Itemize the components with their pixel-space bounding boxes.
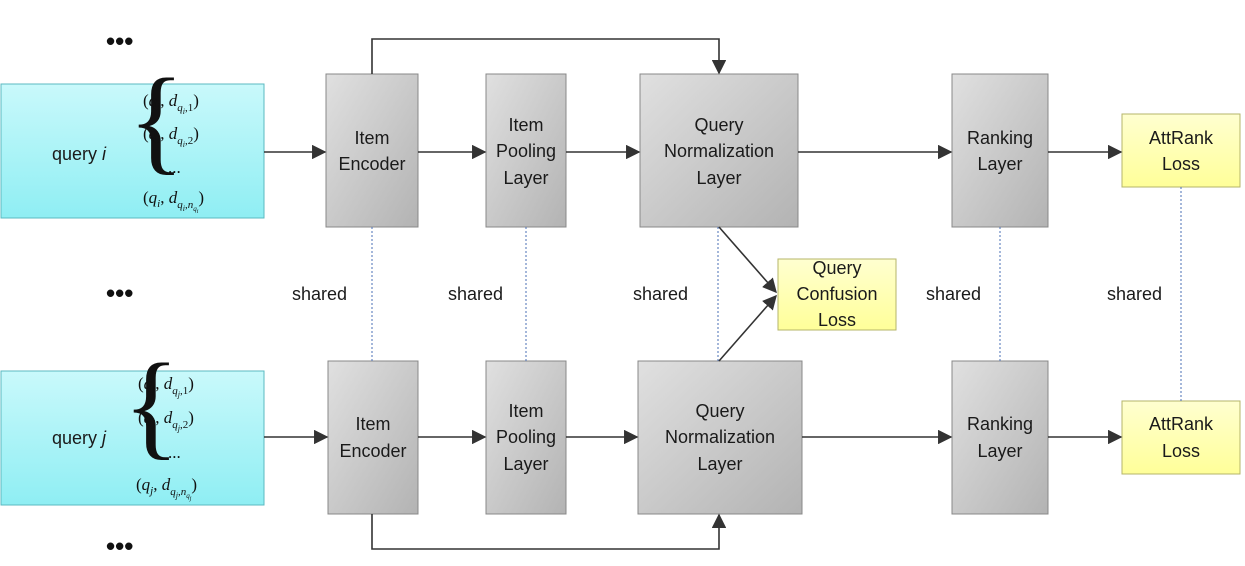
item-pooling-bottom-line1: Item bbox=[508, 401, 543, 421]
ranking-top-line2: Layer bbox=[977, 154, 1022, 174]
query-j-dots: ... bbox=[168, 443, 181, 462]
left-brace-icon: { bbox=[128, 54, 185, 185]
query-norm-top-line3: Layer bbox=[696, 168, 741, 188]
query-confusion-loss: Query Confusion Loss bbox=[777, 258, 897, 331]
left-brace-icon-bottom: { bbox=[123, 339, 180, 470]
query-i-label: query i bbox=[52, 144, 107, 164]
item-encoder-top-line1: Item bbox=[354, 128, 389, 148]
arrow-skip-bottom bbox=[371, 513, 727, 550]
query-norm-bottom-line2: Normalization bbox=[665, 427, 775, 447]
item-pooling-top-line2: Pooling bbox=[496, 141, 556, 161]
item-encoder-bottom: Item Encoder bbox=[327, 360, 419, 515]
query-j-box: query j { (qj, dqj,1) (qj, dqj,2) ... (q… bbox=[0, 339, 265, 506]
arrow-skip-top bbox=[371, 38, 727, 75]
shared-label-loss: shared bbox=[1107, 284, 1162, 304]
ranking-layer-bottom: Ranking Layer bbox=[951, 360, 1049, 515]
ellipsis-top: ••• bbox=[106, 26, 133, 56]
ellipsis-bottom: ••• bbox=[106, 531, 133, 561]
query-norm-bottom: Query Normalization Layer bbox=[637, 360, 803, 515]
qcl-line1: Query bbox=[812, 258, 861, 278]
shared-label-norm: shared bbox=[633, 284, 688, 304]
arrow-norm-top-to-confusion bbox=[718, 226, 777, 294]
query-norm-top-line2: Normalization bbox=[664, 141, 774, 161]
item-pooling-bottom: Item Pooling Layer bbox=[485, 360, 567, 515]
shared-label-pooling: shared bbox=[448, 284, 503, 304]
query-norm-top: Query Normalization Layer bbox=[639, 73, 799, 228]
ranking-bottom-line2: Layer bbox=[977, 441, 1022, 461]
item-encoder-top-line2: Encoder bbox=[338, 154, 405, 174]
attrank-top-line1: AttRank bbox=[1149, 128, 1214, 148]
query-i-box: query i { (qi, dqi,1) (qi, dqi,2) ... (q… bbox=[0, 54, 265, 219]
item-pooling-bottom-line3: Layer bbox=[503, 454, 548, 474]
qcl-line2: Confusion bbox=[796, 284, 877, 304]
query-j-label: query j bbox=[52, 428, 107, 448]
item-pooling-top-line3: Layer bbox=[503, 168, 548, 188]
shared-label-ranking: shared bbox=[926, 284, 981, 304]
query-i-dots: ... bbox=[168, 158, 181, 177]
arrow-norm-bottom-to-confusion bbox=[718, 294, 777, 362]
item-encoder-bottom-line1: Item bbox=[355, 414, 390, 434]
flow-arrows bbox=[264, 38, 1123, 550]
qcl-line3: Loss bbox=[818, 310, 856, 330]
query-norm-bottom-line1: Query bbox=[695, 401, 744, 421]
ranking-layer-top: Ranking Layer bbox=[951, 73, 1049, 228]
ellipsis-middle: ••• bbox=[106, 278, 133, 308]
item-pooling-bottom-line2: Pooling bbox=[496, 427, 556, 447]
item-pooling-top: Item Pooling Layer bbox=[485, 73, 567, 228]
shared-label-encoder: shared bbox=[292, 284, 347, 304]
attrank-bottom-line1: AttRank bbox=[1149, 414, 1214, 434]
item-encoder-bottom-line2: Encoder bbox=[339, 441, 406, 461]
ranking-bottom-line1: Ranking bbox=[967, 414, 1033, 434]
attrank-loss-top: AttRank Loss bbox=[1121, 113, 1241, 188]
ranking-top-line1: Ranking bbox=[967, 128, 1033, 148]
attrank-bottom-line2: Loss bbox=[1162, 441, 1200, 461]
attrank-top-line2: Loss bbox=[1162, 154, 1200, 174]
query-norm-top-line1: Query bbox=[694, 115, 743, 135]
item-encoder-top: Item Encoder bbox=[325, 73, 419, 228]
item-pooling-top-line1: Item bbox=[508, 115, 543, 135]
query-norm-bottom-line3: Layer bbox=[697, 454, 742, 474]
attrank-loss-bottom: AttRank Loss bbox=[1121, 400, 1241, 475]
